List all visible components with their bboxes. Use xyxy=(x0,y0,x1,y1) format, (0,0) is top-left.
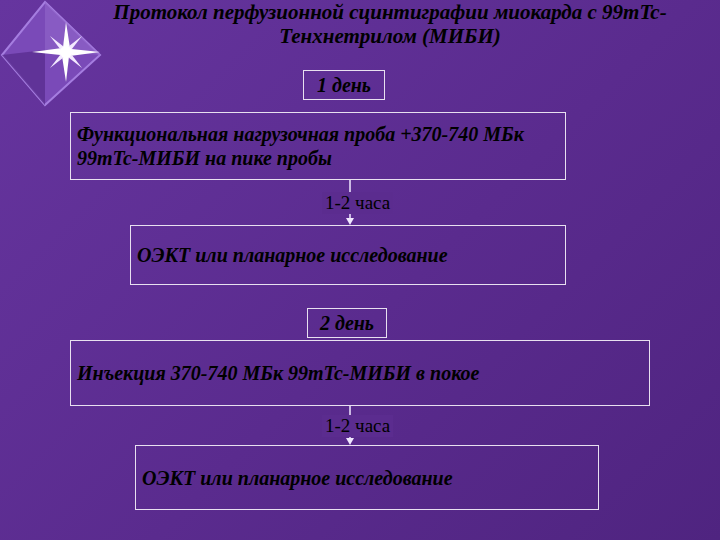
node-text: ОЭКТ или планарное исследование xyxy=(142,466,592,490)
process-box: Функциональная нагрузочная проба +370-74… xyxy=(70,112,566,180)
diamond-facet xyxy=(2,50,45,105)
process-box: ОЭКТ или планарное исследование xyxy=(135,445,599,510)
star-burst xyxy=(32,22,100,82)
process-box: Инъекция 370-740 МБк 99mTc-МИБИ в покое xyxy=(70,340,650,406)
day-box: 2 день xyxy=(307,308,387,338)
day-box: 1 день xyxy=(303,70,385,100)
slide-title: Протокол перфузионной сцинтиграфии миока… xyxy=(70,0,710,48)
diamond-shape xyxy=(2,2,100,105)
process-box: ОЭКТ или планарное исследование xyxy=(130,225,566,285)
node-text: 2 день xyxy=(314,311,380,335)
node-text: Функциональная нагрузочная проба +370-74… xyxy=(77,122,559,170)
node-text: 1 день xyxy=(310,73,378,97)
edge-label: 1-2 часа xyxy=(322,192,393,214)
edge-label: 1-2 часа xyxy=(322,415,393,437)
star-diamond-ornament xyxy=(0,0,130,110)
node-text: ОЭКТ или планарное исследование xyxy=(137,243,559,267)
node-text: Инъекция 370-740 МБк 99mTc-МИБИ в покое xyxy=(77,361,643,385)
